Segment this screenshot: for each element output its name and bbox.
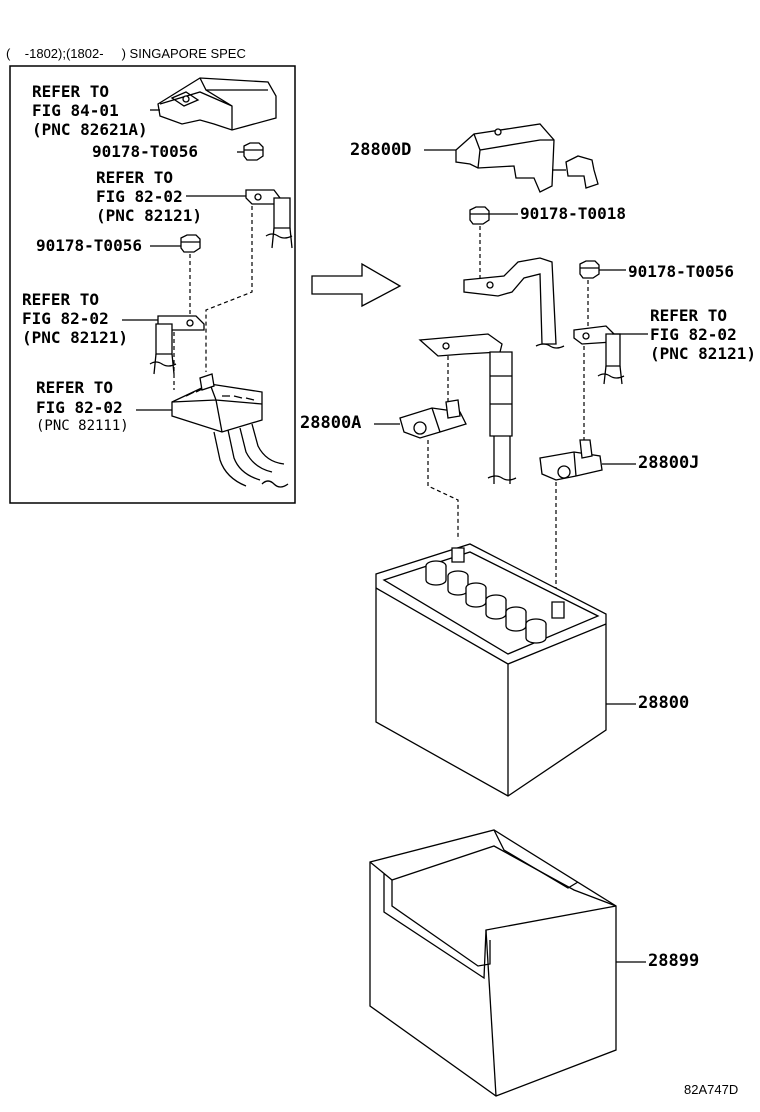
fuse-block[interactable] xyxy=(171,373,289,488)
refer-wire-a-line3: (PNC 82121) xyxy=(96,206,202,225)
refer-main-line1: REFER TO xyxy=(650,306,728,325)
battery[interactable] xyxy=(375,543,607,797)
inset-frame xyxy=(9,65,296,504)
inset-header: ( -1802);(1802- ) SINGAPORE SPEC xyxy=(6,46,246,61)
terminal-cover[interactable] xyxy=(455,123,599,193)
refer-ecu-line3: (PNC 82621A) xyxy=(32,120,148,139)
wire-terminal-main[interactable] xyxy=(573,325,625,385)
refer-wire-a-line2: FIG 82-02 xyxy=(96,187,183,206)
refer-wire-b-line3: (PNC 82121) xyxy=(22,328,128,347)
part-28800D[interactable]: 28800D xyxy=(350,140,412,160)
part-90178-T0056[interactable]: 90178-T0056 xyxy=(628,262,734,281)
bolt-a-label[interactable]: 90178-T0056 xyxy=(92,142,198,161)
refer-main-line2: FIG 82-02 xyxy=(650,325,737,344)
cable-bracket[interactable] xyxy=(463,257,565,349)
refer-wire-a-line1: REFER TO xyxy=(96,168,174,187)
part-28899[interactable]: 28899 xyxy=(648,951,700,971)
figure-code: 82A747D xyxy=(684,1082,739,1097)
part-28800[interactable]: 28800 xyxy=(638,693,690,713)
refer-ecu-line1: REFER TO xyxy=(32,82,110,101)
ecu-connector[interactable] xyxy=(157,77,277,131)
negative-cable[interactable] xyxy=(418,333,517,484)
refer-wire-b-line2: FIG 82-02 xyxy=(22,309,109,328)
bolt-b-label[interactable]: 90178-T0056 xyxy=(36,236,142,255)
wire-terminal-a[interactable] xyxy=(245,189,293,249)
nut-t0056[interactable] xyxy=(579,260,600,279)
nut-t0018[interactable] xyxy=(469,206,490,225)
battery-tray[interactable] xyxy=(369,829,617,1097)
nut-a[interactable] xyxy=(243,142,264,161)
part-90178-T0018[interactable]: 90178-T0018 xyxy=(520,204,626,223)
dash-28800A xyxy=(427,440,459,540)
refer-fuse-line1: REFER TO xyxy=(36,378,114,397)
part-28800A[interactable]: 28800A xyxy=(300,413,362,433)
negative-terminal-clamp[interactable] xyxy=(399,399,467,439)
refer-fuse-line3: (PNC 82111) xyxy=(36,418,129,434)
wire-terminal-b[interactable] xyxy=(149,315,205,375)
part-28800J[interactable]: 28800J xyxy=(638,453,700,473)
direction-arrow xyxy=(311,262,402,308)
refer-fuse-line2: FIG 82-02 xyxy=(36,398,123,417)
positive-terminal-clamp[interactable] xyxy=(539,439,603,481)
refer-ecu-line2: FIG 84-01 xyxy=(32,101,119,120)
dash-wire-a xyxy=(205,206,253,372)
refer-wire-b-line1: REFER TO xyxy=(22,290,100,309)
nut-b[interactable] xyxy=(180,234,201,253)
refer-main-line3: (PNC 82121) xyxy=(650,344,756,363)
